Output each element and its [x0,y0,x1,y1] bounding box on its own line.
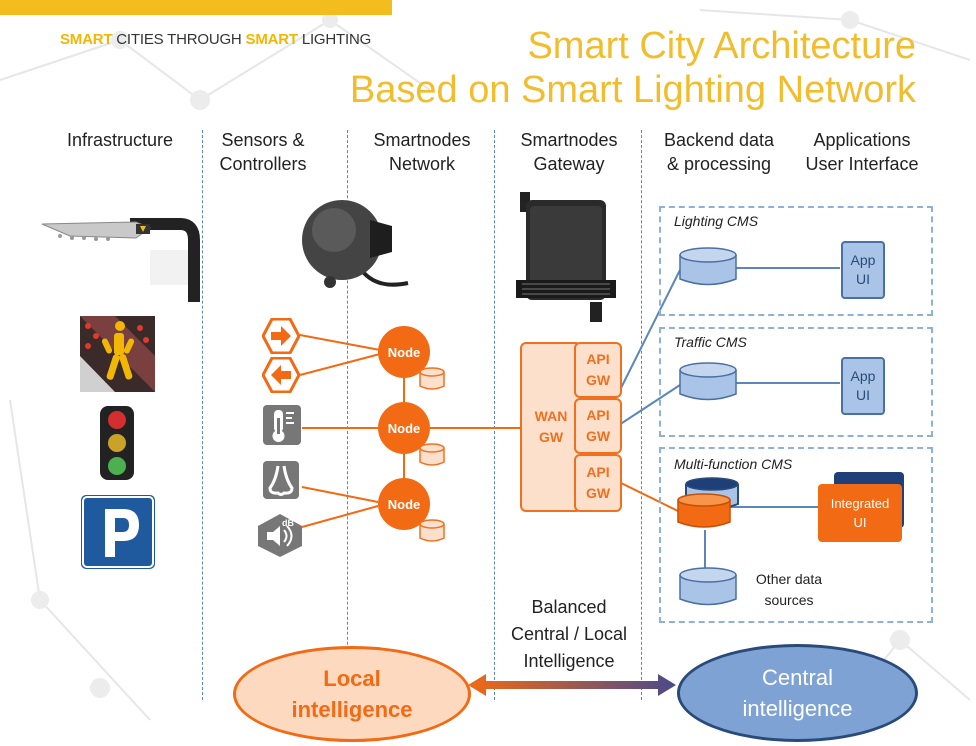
top-accent-bar [0,0,392,15]
balanced-line: Intelligence [523,651,615,671]
gateway-device-icon [516,192,616,322]
other-data-sources-label: Other data sources [746,569,832,611]
street-light-icon [41,218,200,302]
sound-sensor-icon [258,514,302,557]
smell-sensor-icon [263,461,299,499]
column-divider [202,130,203,700]
api-gateway-1[interactable]: API GW [574,342,622,398]
central-line: intelligence [742,696,853,721]
api-label: GW [585,485,611,501]
tagline-text: CITIES THROUGH [112,31,246,48]
tagline-highlight: SMART [245,31,299,48]
column-header-line: Network [388,154,455,174]
wan-gateway[interactable]: WAN GW [520,342,582,512]
multifunction-cms-box [659,447,933,623]
app-ui-label: App [850,368,876,384]
column-header-line: Smartnodes [373,130,471,150]
central-line: Central [762,665,833,690]
balanced-intelligence-label: Balanced Central / Local Intelligence [496,594,642,675]
api-label: API [586,464,610,480]
database-icon [419,519,445,542]
api-label: API [586,407,610,423]
lighting-cms-box [659,206,933,316]
balanced-line: Central / Local [510,624,628,644]
tagline: SMART CITIES THROUGH SMART LIGHTING [60,31,371,48]
local-line: intelligence [291,697,413,722]
tagline-text: LIGHTING [297,31,372,48]
central-intelligence-ellipse: Central intelligence [677,644,918,742]
traffic-cms-box [659,327,933,437]
database-stack-icon [677,477,739,528]
column-header-smartnodes-network: Smartnodes Network [352,128,492,176]
other-sources-line: sources [764,592,814,608]
column-divider [494,130,495,700]
column-divider [347,130,348,700]
column-header-line: Backend data [663,130,775,150]
column-header-line: Smartnodes [520,130,618,150]
app-ui-label: UI [855,271,870,287]
page-title: Smart City Architecture Based on Smart L… [350,24,916,112]
integrated-ui-label: UI [853,515,867,530]
app-ui-label: UI [855,387,870,403]
thermometer-icon [263,405,301,445]
column-header-infrastructure: Infrastructure [40,128,200,152]
parking-sign-icon [79,493,157,571]
lighting-cms-label: Lighting CMS [674,213,759,229]
balance-double-arrow [468,674,676,696]
traffic-cms-label: Traffic CMS [674,334,747,350]
balanced-line: Balanced [531,597,607,617]
sound-db-label: dB [282,518,294,528]
column-header-line: User Interface [805,154,919,174]
wan-label: WAN [534,408,568,424]
title-line: Based on Smart Lighting Network [349,69,916,111]
column-header-smartnodes-gateway: Smartnodes Gateway [499,128,639,176]
traffic-light-icon [100,406,134,480]
local-intelligence-ellipse: Local intelligence [233,646,471,742]
column-header-backend: Backend data & processing [648,128,790,176]
api-label: GW [585,372,611,388]
app-ui-label: App [850,252,876,268]
api-label: API [586,351,610,367]
column-header-line: Sensors & [221,130,305,150]
title-line: Smart City Architecture [527,25,916,67]
database-icon [679,567,737,606]
node-label: Node [387,420,421,436]
column-header-line: & processing [666,154,772,174]
api-gateway-2[interactable]: API GW [574,398,622,454]
tagline-highlight: SMART [60,31,113,48]
node-label: Node [387,344,421,360]
database-icon [679,362,737,401]
api-label: GW [585,428,611,444]
arrow-left-sensor-icon [262,357,300,393]
column-divider [641,130,642,700]
wan-label: GW [538,429,564,445]
column-header-line: Applications [813,130,911,150]
api-gateway-3[interactable]: API GW [574,454,622,512]
smartnode-device-icon [302,200,409,288]
pedestrian-signal-icon [80,316,155,392]
local-line: Local [323,666,381,691]
column-header-line: Controllers [219,154,307,174]
database-icon [419,443,445,466]
multifunction-cms-label: Multi-function CMS [674,456,793,472]
database-icon [679,247,737,286]
arrow-right-sensor-icon [262,318,300,354]
column-header-line: Infrastructure [66,130,174,150]
integrated-ui-label: Integrated [830,496,890,511]
other-sources-line: Other data [755,571,823,587]
database-icon [419,367,445,390]
column-header-sensors: Sensors & Controllers [203,128,323,176]
column-header-line: Gateway [533,154,605,174]
column-header-applications: Applications User Interface [796,128,928,176]
node-label: Node [387,496,421,512]
